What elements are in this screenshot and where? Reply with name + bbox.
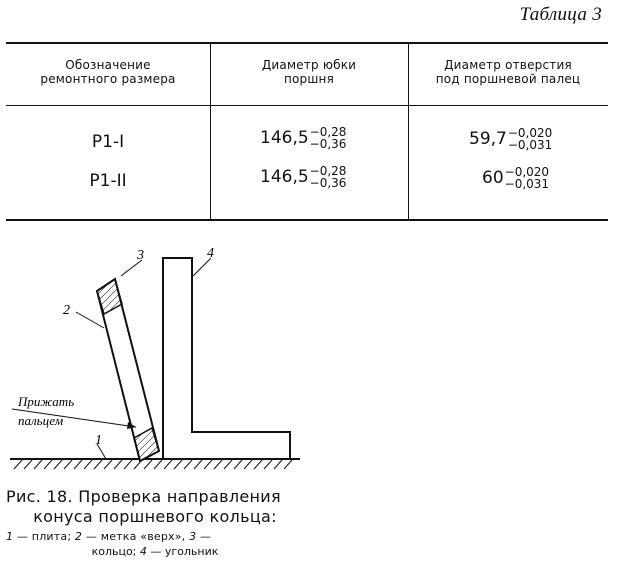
row-2-code: P1-II [89,171,127,191]
figure-caption-line-1: Рис. 18. Проверка направления [6,487,281,506]
piston-ring-section [95,277,161,463]
row-1-skirt-diameter: 146,5 −0,28−0,36 [260,125,347,151]
figure-legend-line-1: 1 — плита; 2 — метка «верх», 3 — [6,530,316,543]
plate [10,458,300,470]
legend-num-3: 3 [189,530,197,543]
legend-text-3: — [196,530,212,543]
legend-text-3b: кольцо; [91,545,140,558]
label-3: 3 [136,248,144,263]
legend-num-4: 4 [139,545,147,558]
table-caption: Таблица 3 [519,4,602,25]
header-repair-size: Обозначение ремонтного размера [40,58,176,86]
press-note-line-1: Прижать [17,394,74,409]
press-note-line-2: пальцем [18,413,63,428]
piston-ring-check-figure: 3 4 2 1 Прижать пальцем [10,246,300,470]
row-1-code: P1-I [91,132,125,152]
column-divider [408,44,409,219]
column-divider [210,44,211,219]
header-pin-bore-diameter: Диаметр отверстия под поршневой палец [435,58,581,86]
header-skirt-diameter: Диаметр юбки поршня [261,58,357,86]
row-2-pin-diameter: 60 −0,020−0,031 [482,165,550,191]
legend-text-1: — плита; [13,530,75,543]
legend-text-4: — угольник [146,545,219,558]
legend-num-1: 1 [6,530,14,543]
label-1: 1 [95,433,102,448]
label-2: 2 [63,303,70,318]
legend-text-2: — метка «верх», [82,530,190,543]
header-divider [6,105,608,106]
figure-legend-line-2: кольцо; 4 — угольник [0,545,310,558]
specification-table: Обозначение ремонтного размера Диаметр ю… [6,42,608,221]
figure-caption-line-2: конуса поршневого кольца: [33,507,277,526]
square-tool [162,257,291,460]
label-4: 4 [207,246,214,261]
row-1-pin-diameter: 59,7 −0,020−0,031 [469,126,553,152]
row-2-skirt-diameter: 146,5 −0,28−0,36 [260,164,347,190]
legend-num-2: 2 [74,530,83,543]
press-arrow [11,408,137,429]
